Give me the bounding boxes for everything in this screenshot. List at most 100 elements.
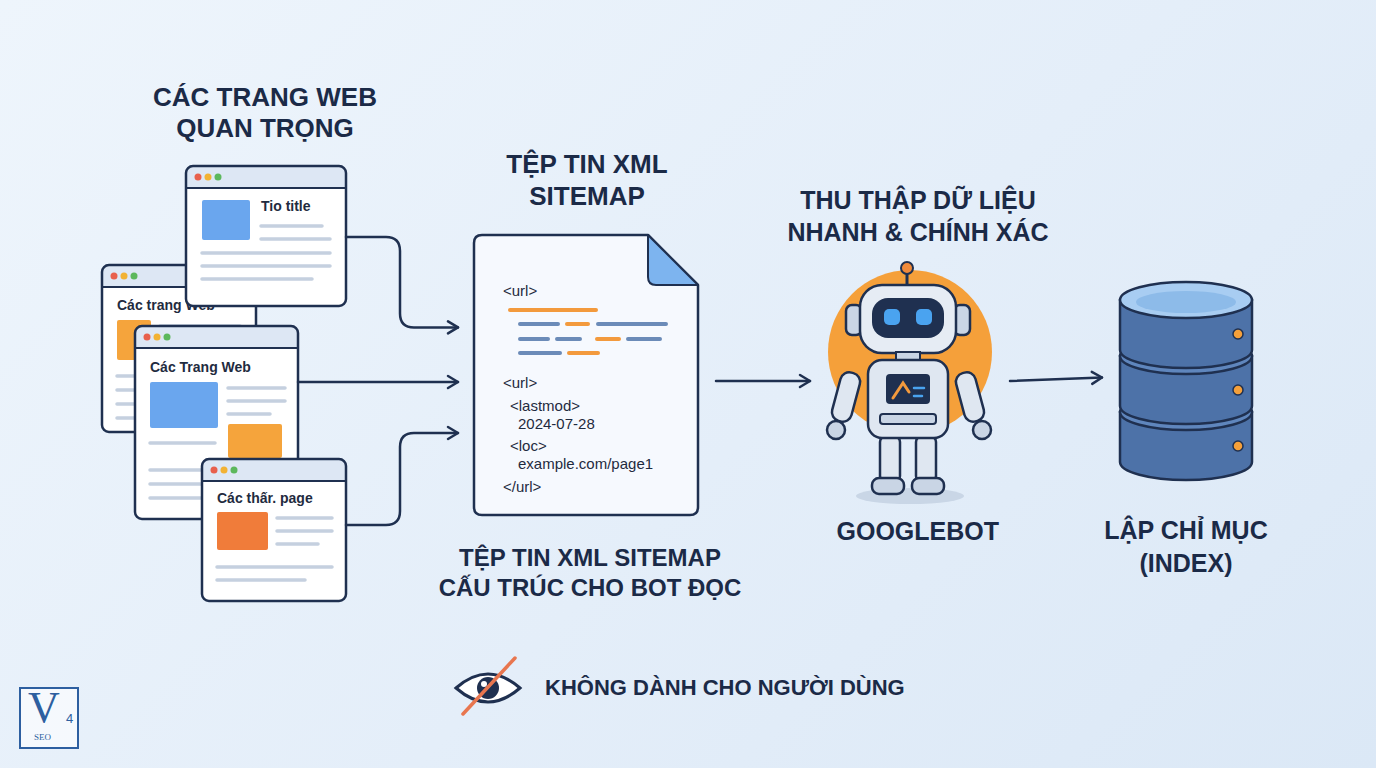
art-ellipse <box>1120 282 1252 318</box>
art-path <box>569 351 598 355</box>
art-circle <box>215 174 222 181</box>
art-rect <box>150 382 218 428</box>
art-path <box>520 351 560 355</box>
section-heading: TỆP TIN XML SITEMAP <box>477 148 697 212</box>
art-path <box>893 383 909 398</box>
note-text: KHÔNG DÀNH CHO NGƯỜI DÙNG <box>545 674 905 702</box>
bot-name: GOOGLEBOT <box>837 516 1000 546</box>
art-rect <box>884 309 900 325</box>
page-window-art <box>202 459 346 601</box>
art-path <box>186 166 346 188</box>
art-line <box>135 347 298 349</box>
art-circle <box>221 467 228 474</box>
googlebot-robot: THU THẬP DỮ LIỆU NHANH & CHÍNH XÁCGOOGLE… <box>822 262 1000 500</box>
art-path <box>648 235 698 285</box>
art-rect <box>202 459 346 601</box>
art-path <box>202 459 346 481</box>
page-window-art <box>186 166 346 306</box>
flow-arrow <box>346 237 458 327</box>
art-circle <box>827 421 845 439</box>
art-path <box>567 322 588 326</box>
art-circle <box>973 421 991 439</box>
art-rect <box>916 309 932 325</box>
web-page-window: Tio title <box>186 166 346 306</box>
xml-code-line: </url> <box>503 478 541 496</box>
logo-text: SEO <box>34 732 51 742</box>
xml-code-line: 2024-07-28 <box>518 415 595 433</box>
web-page-window: Các thấr. page <box>202 459 346 601</box>
art-path <box>102 265 256 287</box>
art-path <box>474 235 698 515</box>
art-circle <box>164 334 171 341</box>
page-title: Các Trang Web <box>150 359 251 375</box>
flow-arrow <box>298 381 458 384</box>
art-line <box>186 187 346 189</box>
art-g <box>186 166 346 306</box>
googlebot-robot-art <box>822 262 1000 500</box>
art-rect <box>886 374 930 404</box>
xml-code-line: <loc> <box>510 437 547 455</box>
art-circle <box>131 273 138 280</box>
sitemap-file: TỆP TIN XML SITEMAP<url><url><lastmod>20… <box>474 235 698 515</box>
art-circle <box>205 174 212 181</box>
art-rect <box>916 436 936 482</box>
art-circle <box>144 334 151 341</box>
art-path <box>217 518 332 580</box>
section-heading: THU THẬP DỮ LIỆU NHANH & CHÍNH XÁC <box>768 184 1068 248</box>
art-line <box>202 480 346 482</box>
art-rect <box>872 298 944 338</box>
art-line <box>463 658 515 714</box>
art-rect <box>830 370 862 423</box>
art-circle <box>481 681 487 687</box>
art-circle <box>1233 385 1243 395</box>
index-database: LẬP CHỈ MỤC (INDEX) <box>1118 280 1256 475</box>
art-rect <box>880 414 936 424</box>
logo-number: 4 <box>66 712 73 726</box>
art-circle <box>211 467 218 474</box>
art-rect <box>868 360 948 438</box>
art-rect <box>186 166 346 306</box>
art-rect <box>954 370 986 423</box>
group-heading: CÁC TRANG WEB QUAN TRỌNG <box>135 82 395 144</box>
art-circle <box>901 262 913 274</box>
art-g <box>202 459 346 601</box>
art-path <box>520 337 660 341</box>
art-circle <box>1233 441 1243 451</box>
art-path <box>520 322 666 326</box>
art-rect <box>202 200 250 240</box>
art-g <box>1120 282 1252 480</box>
xml-code-line: example.com/page1 <box>518 455 653 473</box>
art-circle <box>231 467 238 474</box>
art-ellipse <box>1136 291 1236 313</box>
page-title: Tio title <box>261 198 311 214</box>
page-title: Các thấr. page <box>217 490 313 506</box>
art-rect <box>872 478 904 494</box>
art-rect <box>202 459 346 601</box>
section-caption: TỆP TIN XML SITEMAP CẤU TRÚC CHO BOT ĐỌC <box>439 543 742 603</box>
art-circle <box>121 273 128 280</box>
art-path <box>597 337 619 341</box>
flow-arrow <box>716 380 810 383</box>
no-eye-icon <box>456 658 520 714</box>
flow-arrow <box>346 433 458 525</box>
art-line <box>102 286 256 288</box>
art-rect <box>217 512 268 550</box>
art-circle <box>154 334 161 341</box>
xml-code-line: <lastmod> <box>510 397 580 415</box>
logo-letter: V <box>28 684 60 732</box>
art-rect <box>880 436 900 482</box>
art-g <box>827 262 992 504</box>
art-rect <box>860 285 956 353</box>
art-circle <box>195 174 202 181</box>
art-g <box>510 310 666 353</box>
art-path <box>135 326 298 348</box>
art-path <box>510 308 596 312</box>
art-path <box>914 388 924 396</box>
art-circle <box>111 273 118 280</box>
art-circle <box>1233 329 1243 339</box>
flow-arrow <box>1010 378 1102 382</box>
xml-code-line: <url> <box>503 282 537 300</box>
index-database-art <box>1118 280 1256 475</box>
art-rect <box>228 424 282 458</box>
